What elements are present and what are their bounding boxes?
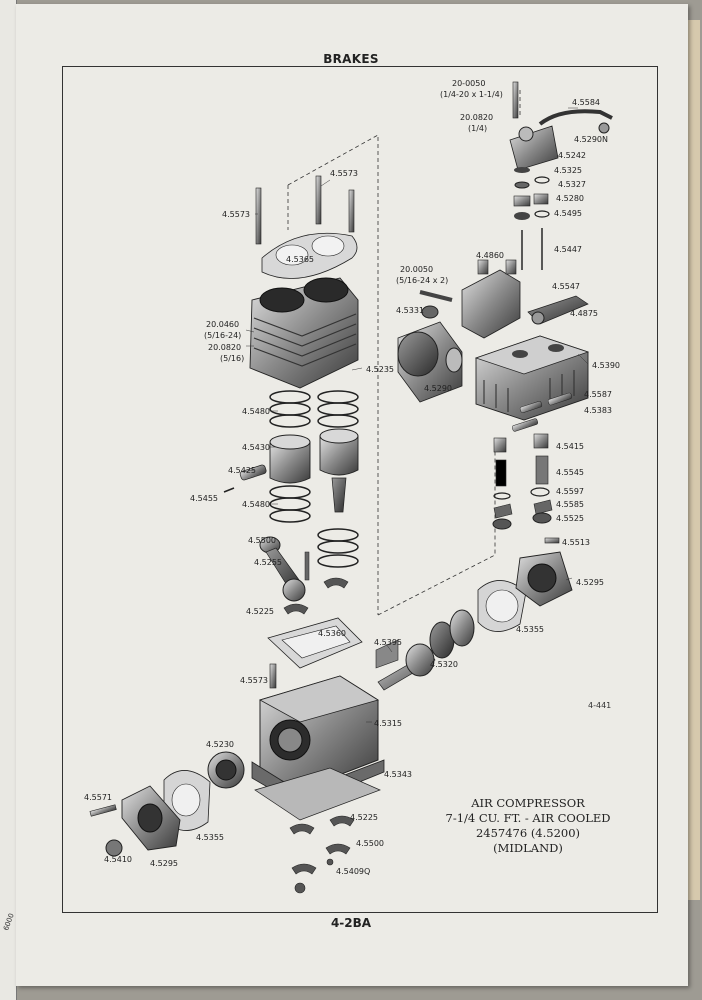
- callout-20-0820-b-size: (5/16): [220, 354, 244, 363]
- head-gasket: [261, 232, 358, 279]
- callout-4-5230: 4.5230: [206, 740, 234, 749]
- callout-4-5355-a: 4.5355: [516, 625, 544, 634]
- callout-4-5410: 4.5410: [104, 855, 132, 864]
- valve-stack: [513, 167, 550, 270]
- callout-4-5525: 4.5525: [556, 514, 584, 523]
- illustration-frame: [62, 66, 658, 913]
- callout-4-5235: 4.5235: [366, 365, 394, 374]
- callout-4-5573-top: 4.5573: [330, 169, 358, 178]
- callout-20-0820-b: 20.0820: [208, 343, 241, 352]
- callout-4-5290: 4.5290: [424, 384, 452, 393]
- base-gasket: [267, 617, 363, 669]
- callout-4-5500-b: 4.5500: [356, 839, 384, 848]
- callout-4-5585: 4.5585: [556, 500, 584, 509]
- callout-4-5480-a: 4.5480: [242, 407, 270, 416]
- page-stack-edge: [686, 20, 700, 900]
- callout-4-5383: 4.5383: [584, 406, 612, 415]
- callout-4-5447: 4.5447: [554, 245, 582, 254]
- callout-4-5480-b: 4.5480: [242, 500, 270, 509]
- callout-4-5415: 4.5415: [556, 442, 584, 451]
- callout-4-5573-left: 4.5573: [222, 210, 250, 219]
- unloader-arm: [527, 295, 589, 325]
- callout-4-5295-b: 4.5295: [150, 859, 178, 868]
- callout-4-5495: 4.5495: [554, 209, 582, 218]
- callout-4-5547: 4.5547: [552, 282, 580, 291]
- callout-4-5315: 4.5315: [374, 719, 402, 728]
- air-filter-can: [397, 321, 463, 403]
- callout-4-5587: 4.5587: [584, 390, 612, 399]
- callout-4-5360: 4.5360: [318, 629, 346, 638]
- callout-4-5455: 4.5455: [190, 494, 218, 503]
- callout-4-5225-a: 4.5225: [246, 607, 274, 616]
- caption-line-3: 2457476 (4.5200): [476, 826, 580, 840]
- inlet-valve-parts: [492, 392, 573, 530]
- callout-4-5290n: 4.5290N: [574, 135, 608, 144]
- connecting-rod: [259, 536, 349, 615]
- diagram-caption: AIR COMPRESSOR 7-1/4 CU. FT. - AIR COOLE…: [446, 796, 611, 855]
- callout-20-0820: 20.0820: [460, 113, 493, 122]
- callout-4-5365: 4.5365: [286, 255, 314, 264]
- discharge-fitting: [509, 81, 613, 171]
- piston-rings: [269, 390, 359, 568]
- callout-leaders: [241, 107, 589, 723]
- section-title: BRAKES: [323, 52, 379, 66]
- callout-4-5500-a: 4.5500: [248, 536, 276, 545]
- callout-4-5409q: 4.5409Q: [336, 867, 370, 876]
- callout-4-5327: 4.5327: [558, 180, 586, 189]
- callout-4-5597: 4.5597: [556, 487, 584, 496]
- callout-4-5280: 4.5280: [556, 194, 584, 203]
- callout-20-0050-b-size: (5/16-24 x 2): [396, 276, 448, 285]
- wrist-pin: [223, 464, 267, 493]
- assembly-guide-lines: [287, 90, 521, 616]
- callout-4-5295-a: 4.5295: [576, 578, 604, 587]
- callout-4-4860: 4.4860: [476, 251, 504, 260]
- callout-4-5571: 4.5571: [84, 793, 112, 802]
- bearing-shells: [289, 815, 355, 894]
- crankshaft: [375, 609, 475, 691]
- caption-line-4: (MIDLAND): [493, 841, 563, 855]
- callout-4-5255: 4.5255: [254, 558, 282, 567]
- callout-20-0460: 20.0460: [206, 320, 239, 329]
- callout-4-5425: 4.5425: [228, 466, 256, 475]
- callout-4-4875: 4.4875: [570, 309, 598, 318]
- callout-4-5355-b: 4.5355: [196, 833, 224, 842]
- cylinder-studs: [255, 175, 355, 245]
- callout-4-5545: 4.5545: [556, 468, 584, 477]
- callout-4-5325: 4.5325: [554, 166, 582, 175]
- part-callouts: 20-0050 (1/4-20 x 1-1/4) 4.5584 20.0820 …: [84, 79, 620, 876]
- page-number: 4-2BA: [330, 916, 372, 930]
- callout-20-0050: 20-0050: [452, 79, 485, 88]
- caption-line-1: AIR COMPRESSOR: [470, 796, 585, 810]
- callout-4-5513: 4.5513: [562, 538, 590, 547]
- callout-4-5343: 4.5343: [384, 770, 412, 779]
- rear-bearing-housing: [477, 537, 573, 632]
- pistons: [269, 428, 359, 513]
- front-bearing-cover: [89, 751, 245, 857]
- callout-4-5430: 4.5430: [242, 443, 270, 452]
- callout-4-5390: 4.5390: [592, 361, 620, 370]
- callout-4-5320: 4.5320: [430, 660, 458, 669]
- callout-4-5584: 4.5584: [572, 98, 600, 107]
- caption-line-2: 7-1/4 CU. FT. - AIR COOLED: [446, 811, 611, 825]
- callout-4-5331: 4.5331: [396, 306, 424, 315]
- callout-4-5225-b: 4.5225: [350, 813, 378, 822]
- callout-4-5395: 4.5395: [374, 638, 402, 647]
- governor-body: [419, 259, 521, 339]
- cylinder-block: [249, 277, 359, 389]
- crankcase-gasket: [254, 767, 381, 821]
- callout-20-0050-b: 20.0050: [400, 265, 433, 274]
- figure-number: 4-441: [588, 701, 611, 710]
- callout-4-5242: 4.5242: [558, 151, 586, 160]
- callout-4-5573-b: 4.5573: [240, 676, 268, 685]
- callout-20-0820-size: (1/4): [468, 124, 487, 133]
- callout-20-0460-size: (5/16-24): [204, 331, 241, 340]
- callout-20-0050-size: (1/4-20 x 1-1/4): [440, 90, 503, 99]
